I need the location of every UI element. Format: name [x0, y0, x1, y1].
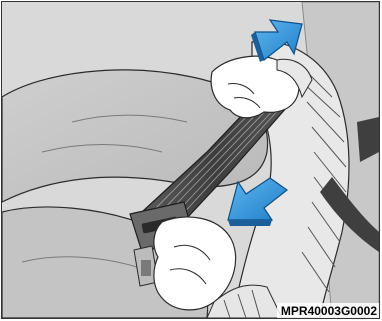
buckle-hole: [141, 260, 151, 276]
seat-belt-illustration: [2, 2, 379, 318]
figure-code: MPR40003G0002: [277, 303, 379, 318]
